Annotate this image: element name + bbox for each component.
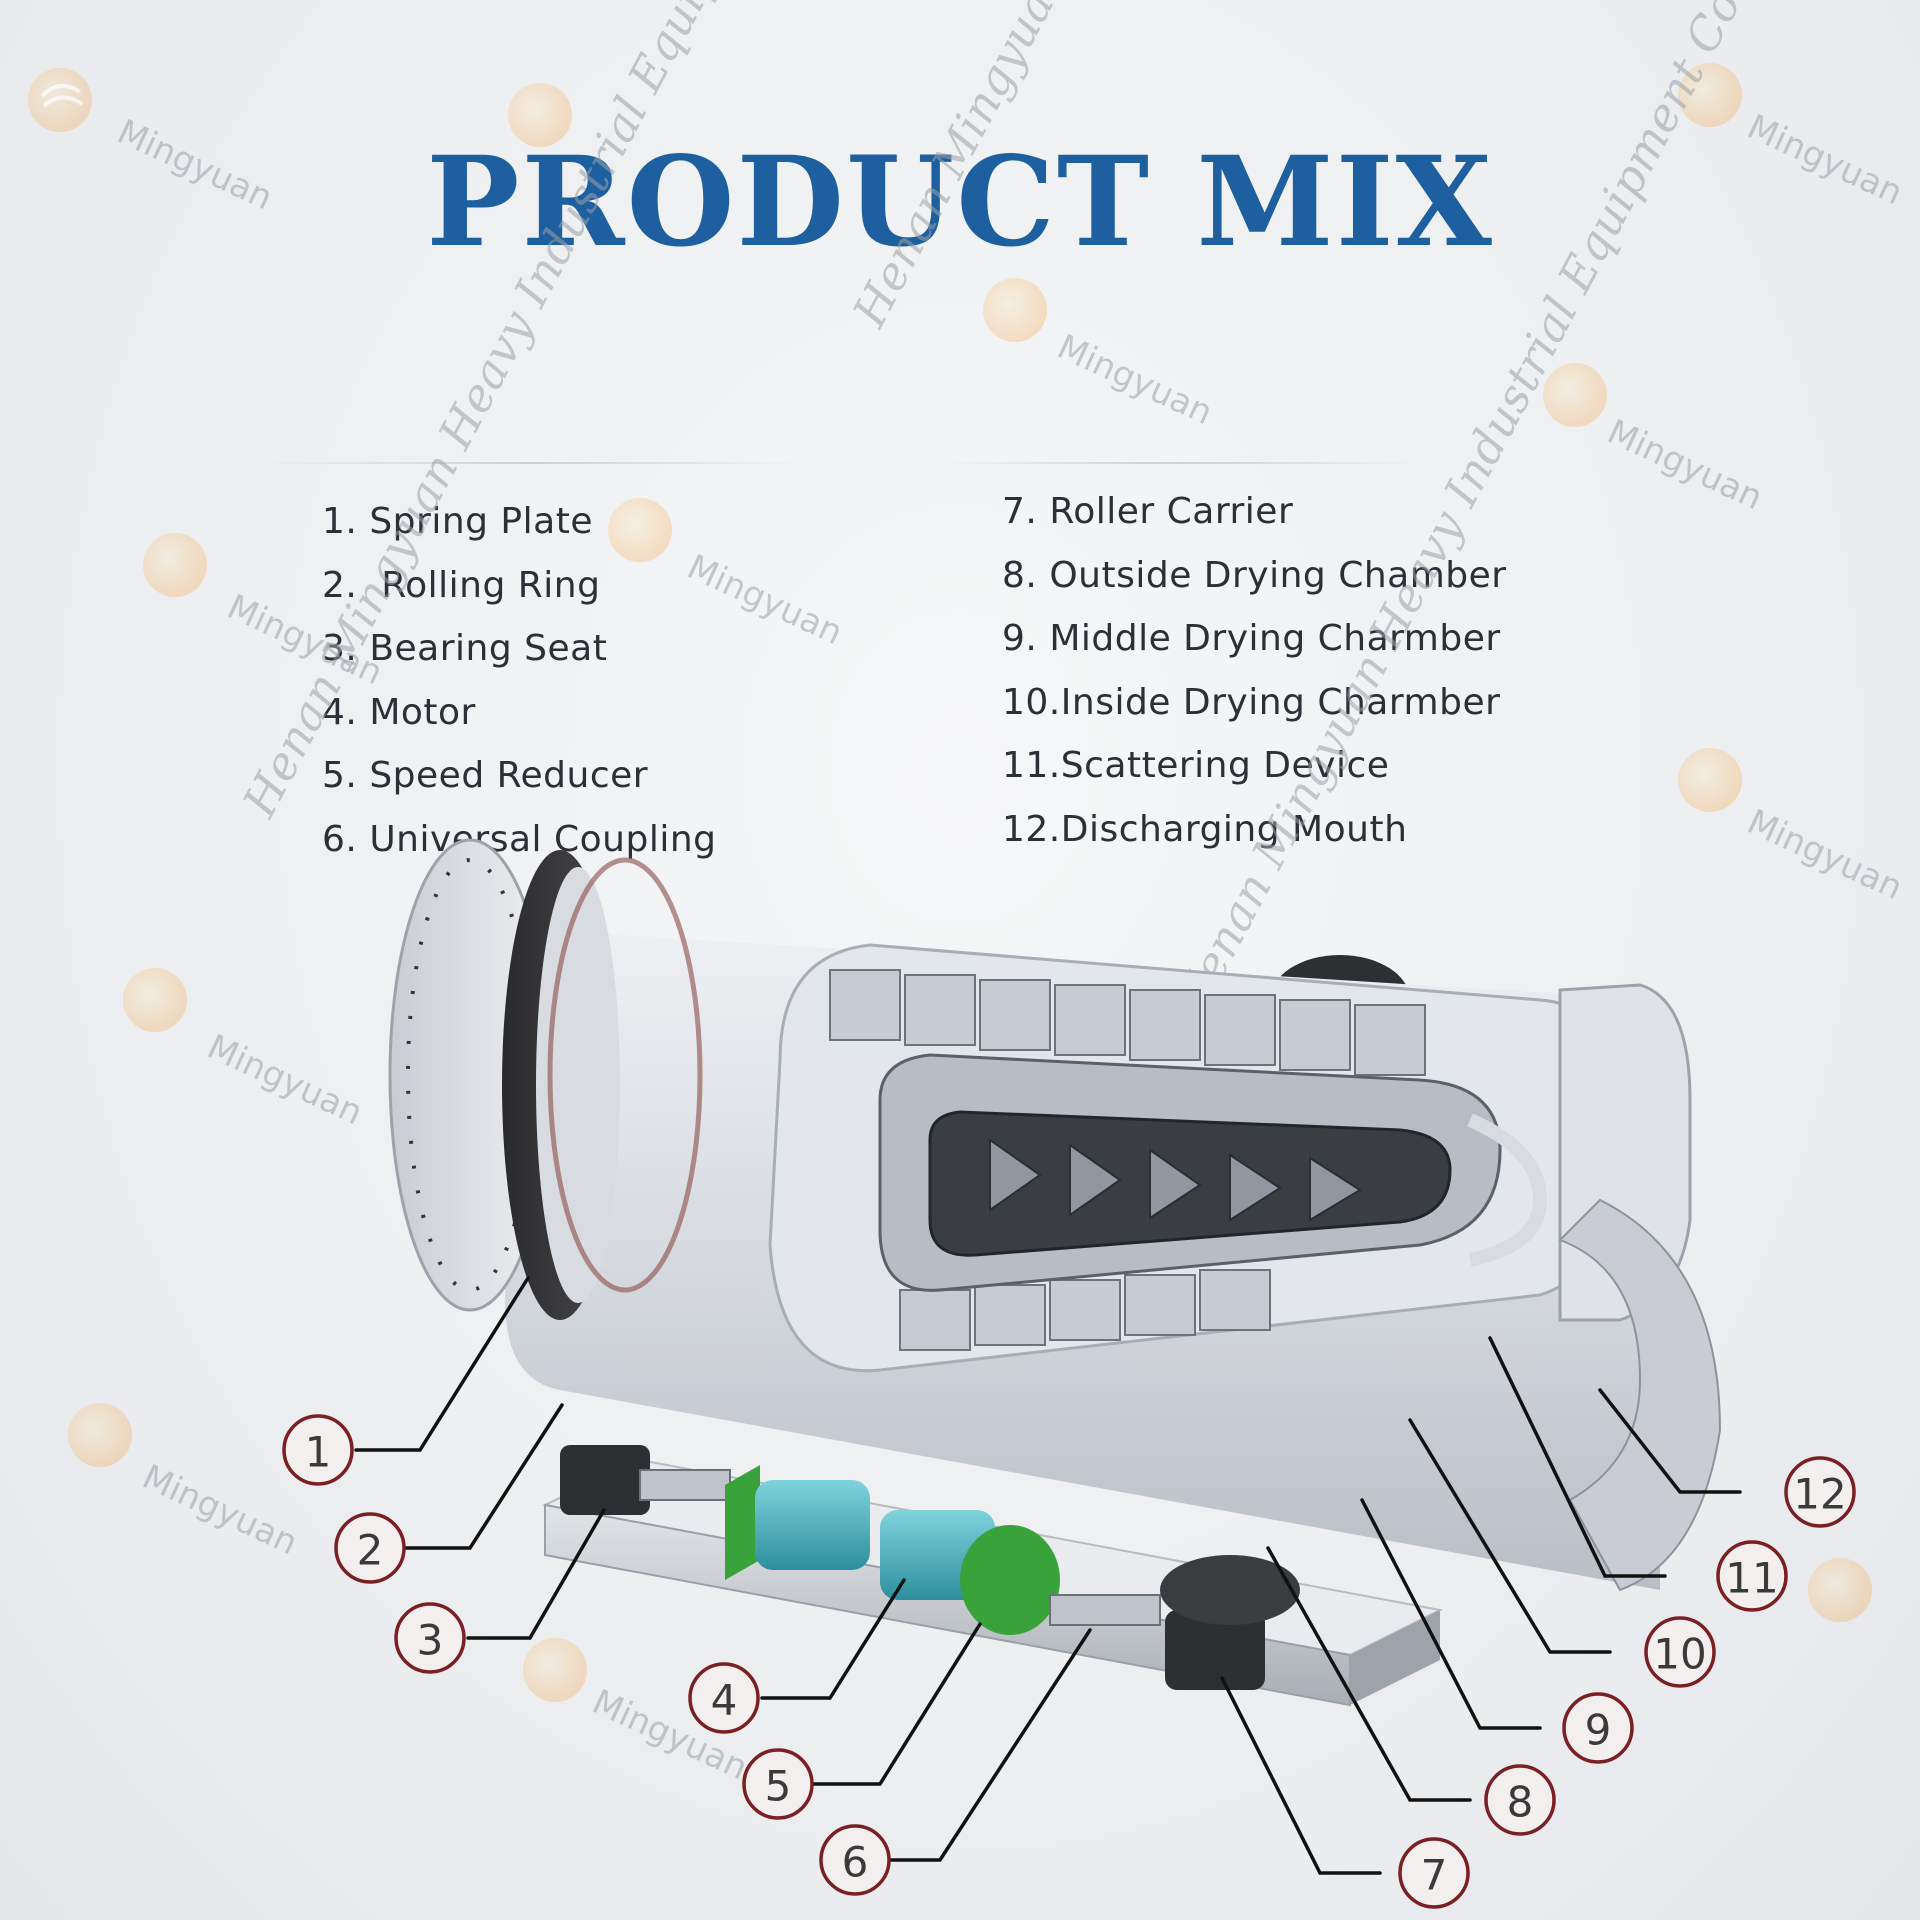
discharging-mouth	[1558, 983, 1722, 1592]
bearing-seat	[560, 1445, 650, 1515]
callout-3: 3	[394, 1602, 466, 1674]
watermark-logo-icon	[1678, 63, 1742, 127]
watermark-company-text: Henan Mingyuan Heavy Industrial Equipmen…	[842, 0, 1496, 336]
callout-5: 5	[742, 1748, 814, 1820]
watermark-logo-icon	[68, 1403, 132, 1467]
part-item-8: 8. Outside Drying Chamber	[1002, 554, 1507, 596]
svg-text:1: 1	[305, 1428, 332, 1477]
watermark-text: Mingyuan	[1741, 802, 1908, 908]
svg-text:4: 4	[711, 1676, 738, 1725]
svg-text:6: 6	[842, 1838, 869, 1887]
callouts: 1 2 3 4 5 6 7 8 9 10 11 12	[282, 1414, 1856, 1909]
callout-leaders	[354, 1276, 1742, 1875]
part-item-12: 12.Discharging Mouth	[1002, 808, 1408, 850]
coupling-shaft	[639, 1469, 731, 1501]
watermark-logo-icon	[28, 68, 92, 132]
universal-coupling	[1049, 1594, 1161, 1626]
watermark-logo-icon	[1678, 748, 1742, 812]
callout-2: 2	[334, 1512, 406, 1584]
callout-11: 11	[1716, 1540, 1788, 1612]
callout-8: 8	[1484, 1764, 1556, 1836]
watermark-logo-icon	[143, 533, 207, 597]
callout-4: 4	[688, 1662, 760, 1734]
part-item-11: 11.Scattering Device	[1002, 745, 1390, 786]
part-item-1: 1. Spring Plate	[322, 501, 593, 542]
watermark-company-text: Henan Mingyuan Heavy Industrial Equipmen…	[1162, 0, 1816, 1026]
part-item-4: 4. Motor	[322, 691, 476, 733]
watermark-logo-icon	[508, 83, 572, 147]
svg-text:8: 8	[1507, 1778, 1534, 1827]
callout-9: 9	[1562, 1692, 1634, 1764]
part-item-5: 5. Speed Reducer	[322, 755, 649, 796]
svg-text:5: 5	[765, 1762, 792, 1811]
part-item-7: 7. Roller Carrier	[1002, 491, 1294, 532]
speed-reducer	[725, 1465, 760, 1580]
svg-text:11: 11	[1725, 1554, 1778, 1603]
motor	[755, 1480, 870, 1570]
watermark-text: Mingyuan	[136, 1457, 303, 1563]
svg-text:3: 3	[417, 1616, 444, 1665]
callout-6: 6	[819, 1824, 891, 1896]
part-item-6: 6. Universal Coupling	[322, 818, 717, 860]
watermark-logo-icon	[608, 498, 672, 562]
svg-text:12: 12	[1793, 1470, 1846, 1519]
watermark-logo-icon	[523, 1638, 587, 1702]
watermark-logo-icon	[123, 968, 187, 1032]
callout-1: 1	[282, 1414, 354, 1486]
watermark-logo-icon	[1808, 1558, 1872, 1622]
callout-12: 12	[1784, 1456, 1856, 1528]
watermark-logo-icon	[1543, 363, 1607, 427]
parts-list-left: 1. Spring Plate 2. Rolling Ring 3. Beari…	[322, 490, 717, 871]
dryer-cutaway	[768, 943, 1622, 1373]
drive-train	[560, 1445, 1300, 1690]
watermark-text: Mingyuan	[1741, 107, 1908, 213]
svg-text:10: 10	[1653, 1630, 1706, 1679]
roller-carrier	[1165, 1610, 1265, 1690]
page-title: PRODUCT MIX	[426, 130, 1494, 275]
watermark-text: Mingyuan	[1601, 412, 1768, 518]
watermark-text: Mingyuan	[1051, 327, 1218, 433]
watermark-text: Mingyuan	[201, 1027, 368, 1133]
watermark-text: Mingyuan	[111, 112, 278, 218]
watermark-text: Mingyuan	[681, 547, 848, 653]
part-item-10: 10.Inside Drying Charmber	[1002, 681, 1501, 723]
part-item-9: 9. Middle Drying Charmber	[1002, 618, 1501, 659]
speed-reducer	[960, 1525, 1060, 1635]
callout-10: 10	[1644, 1616, 1716, 1688]
divider-right	[940, 462, 1420, 464]
part-item-2: 2. Rolling Ring	[322, 564, 601, 606]
callout-7: 7	[1398, 1837, 1470, 1909]
svg-text:9: 9	[1585, 1706, 1612, 1755]
svg-text:7: 7	[1421, 1851, 1448, 1900]
watermark-logo-icon	[983, 278, 1047, 342]
divider-left	[260, 462, 800, 464]
parts-list-right: 7. Roller Carrier 8. Outside Drying Cham…	[1002, 480, 1507, 861]
part-item-3: 3. Bearing Seat	[322, 628, 608, 669]
svg-text:2: 2	[357, 1526, 384, 1575]
